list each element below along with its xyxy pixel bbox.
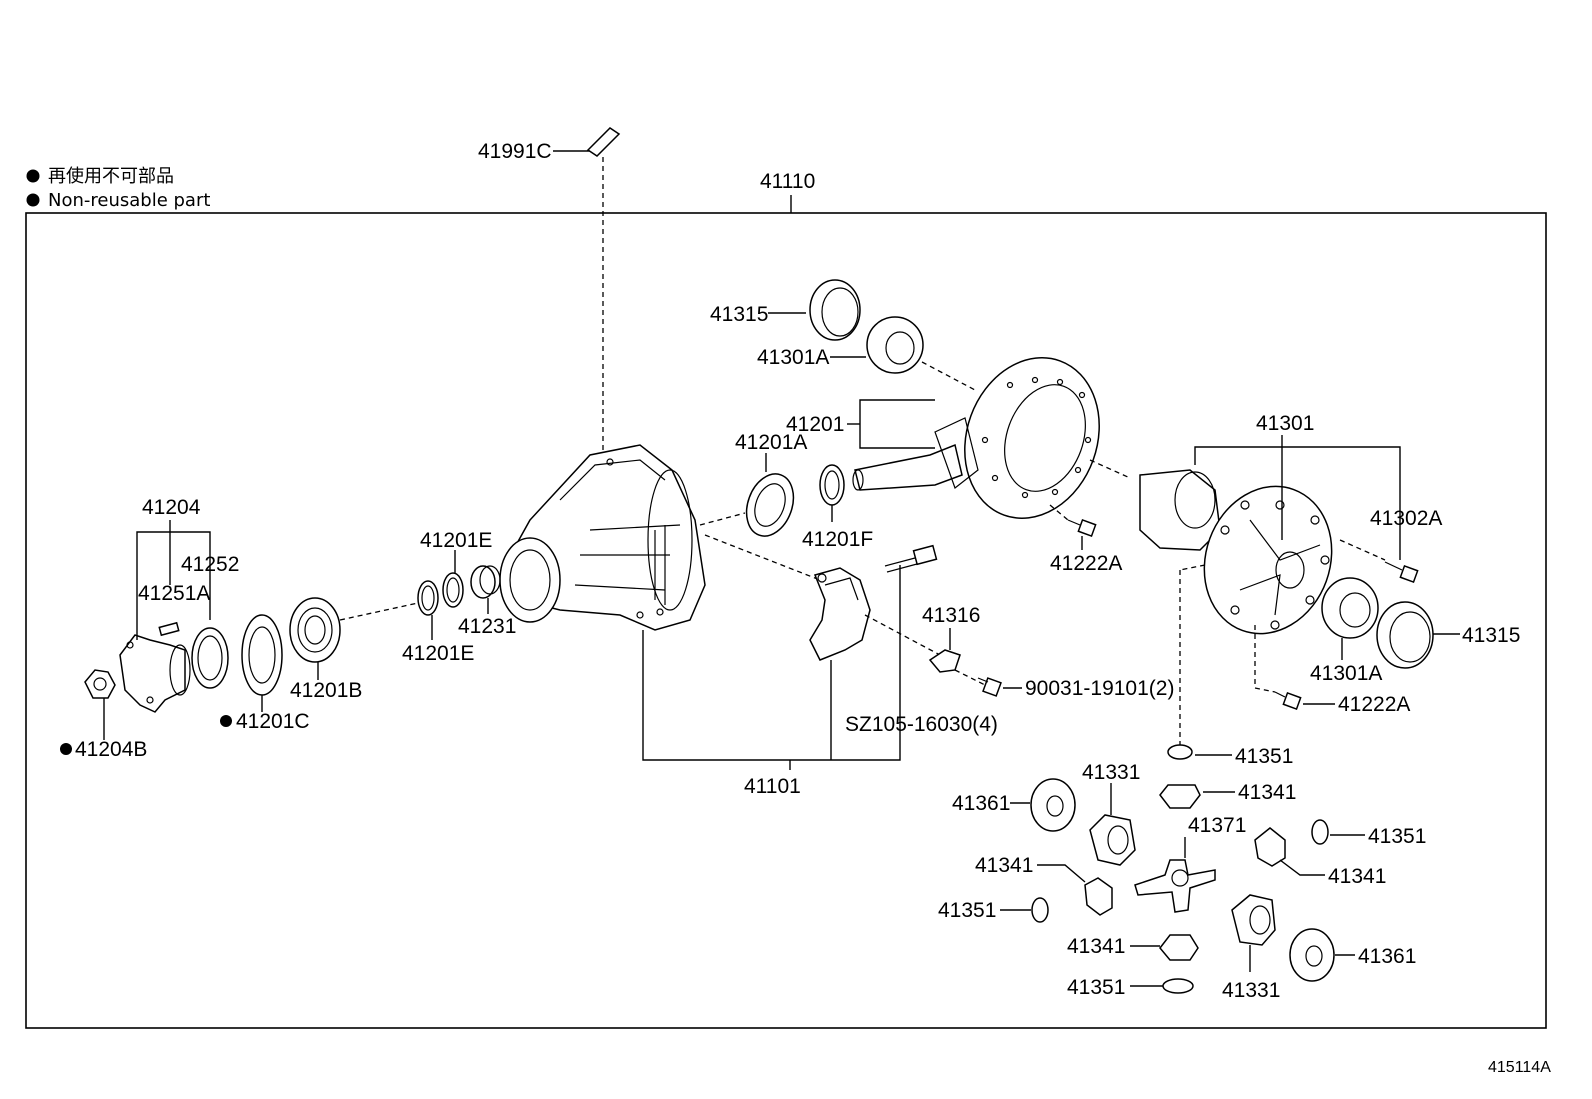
label-41331-b: 41331	[1222, 979, 1280, 1002]
bearing-caps	[809, 567, 871, 661]
spacer-41201F	[819, 464, 845, 506]
nut-41204B	[84, 669, 116, 699]
label-41201F: 41201F	[802, 528, 873, 551]
label-41222A-top: 41222A	[1050, 552, 1122, 575]
pinion-gear-41341-c	[1084, 877, 1113, 916]
pinion-gear-41341-d	[1159, 934, 1199, 961]
stud-41251A	[158, 621, 180, 637]
ring-gear-and-pinion	[852, 357, 1100, 519]
thrust-washer-41361-b	[1289, 928, 1335, 982]
label-41251A: 41251A	[138, 582, 210, 605]
bolt-SZ105	[884, 544, 938, 573]
spacer-41201E	[417, 572, 464, 616]
label-41201C: 41201C	[236, 710, 310, 733]
pinion-gear-41341-a	[1159, 784, 1201, 809]
label-41361-a: 41361	[952, 792, 1010, 815]
legend-jp: 再使用不可部品	[48, 166, 174, 187]
spacer-41231	[470, 565, 501, 599]
label-41991C: 41991C	[478, 140, 552, 163]
non-reusable-mark-icon	[60, 743, 72, 755]
bolt-90031	[977, 677, 1002, 697]
label-41341-c: 41341	[975, 854, 1033, 877]
thrust-washer-41361-a	[1030, 778, 1076, 832]
label-41301: 41301	[1256, 412, 1314, 435]
washer-41351-c	[1031, 897, 1049, 923]
label-41201B: 41201B	[290, 679, 362, 702]
bolt-41222A-right	[1274, 691, 1302, 710]
differential-case	[1139, 469, 1333, 635]
non-reusable-bullet-icon	[26, 193, 40, 207]
pinion-gear-41341-b	[1254, 827, 1286, 867]
label-41302A: 41302A	[1370, 507, 1442, 530]
label-41201: 41201	[786, 413, 844, 436]
label-90031: 90031-19101(2)	[1025, 677, 1174, 700]
label-SZ105: SZ105-16030(4)	[845, 713, 998, 736]
label-41316: 41316	[922, 604, 980, 627]
label-41315-right: 41315	[1462, 624, 1520, 647]
label-41201E-bottom: 41201E	[402, 642, 474, 665]
bearing-41301A-right	[1321, 577, 1379, 639]
non-reusable-mark-icon	[220, 715, 232, 727]
bearing-41201B	[289, 597, 341, 663]
label-41201E-top: 41201E	[420, 529, 492, 552]
legend: 再使用不可部品 Non-reusable part	[26, 166, 210, 211]
deflector-41252	[191, 627, 229, 689]
label-41204B: 41204B	[75, 738, 147, 761]
figure-id: 415114A	[1488, 1059, 1551, 1076]
bolt-41302A	[1384, 561, 1419, 583]
oil-seal-41201C	[241, 614, 283, 696]
legend-en: Non-reusable part	[48, 190, 210, 211]
label-41315-top: 41315	[710, 303, 768, 326]
label-41231: 41231	[458, 615, 516, 638]
label-41101: 41101	[744, 775, 801, 798]
pinion-shaft-41371	[1134, 859, 1216, 913]
label-41252: 41252	[181, 553, 239, 576]
companion-flange	[119, 634, 191, 713]
label-41371: 41371	[1188, 814, 1246, 837]
label-41341-a: 41341	[1238, 781, 1296, 804]
side-gear-41331-a	[1089, 814, 1136, 866]
label-41351-c: 41351	[938, 899, 996, 922]
bearing-cup-41315-right	[1376, 601, 1434, 669]
washer-41351-a	[1167, 744, 1193, 760]
label-41361-b: 41361	[1358, 945, 1416, 968]
label-41110: 41110	[760, 170, 815, 193]
label-41301A-top: 41301A	[757, 346, 829, 369]
label-41201A: 41201A	[735, 431, 807, 454]
label-41341-b: 41341	[1328, 865, 1386, 888]
side-gear-41331-b	[1231, 894, 1276, 946]
label-41341-d: 41341	[1067, 935, 1125, 958]
label-41204: 41204	[142, 496, 201, 519]
label-41331-a: 41331	[1082, 761, 1140, 784]
bearing-cup-41315-top	[809, 279, 861, 341]
lock-plate-41316	[928, 649, 961, 673]
washer-41351-b	[1311, 819, 1329, 845]
bearing-41301A-top	[866, 316, 924, 374]
label-41351-d: 41351	[1067, 976, 1125, 999]
non-reusable-bullet-icon	[26, 169, 40, 183]
label-41222A-right: 41222A	[1338, 693, 1410, 716]
bolt-41222A-top	[1067, 519, 1097, 537]
washer-41351-d	[1162, 978, 1194, 994]
label-41351-b: 41351	[1368, 825, 1426, 848]
bearing-41201A	[745, 473, 795, 537]
differential-carrier-housing	[499, 444, 706, 631]
assembly-frame	[25, 212, 1547, 1029]
label-41351-a: 41351	[1235, 745, 1293, 768]
plate-41991C	[586, 127, 621, 157]
label-41301A-right: 41301A	[1310, 662, 1382, 685]
